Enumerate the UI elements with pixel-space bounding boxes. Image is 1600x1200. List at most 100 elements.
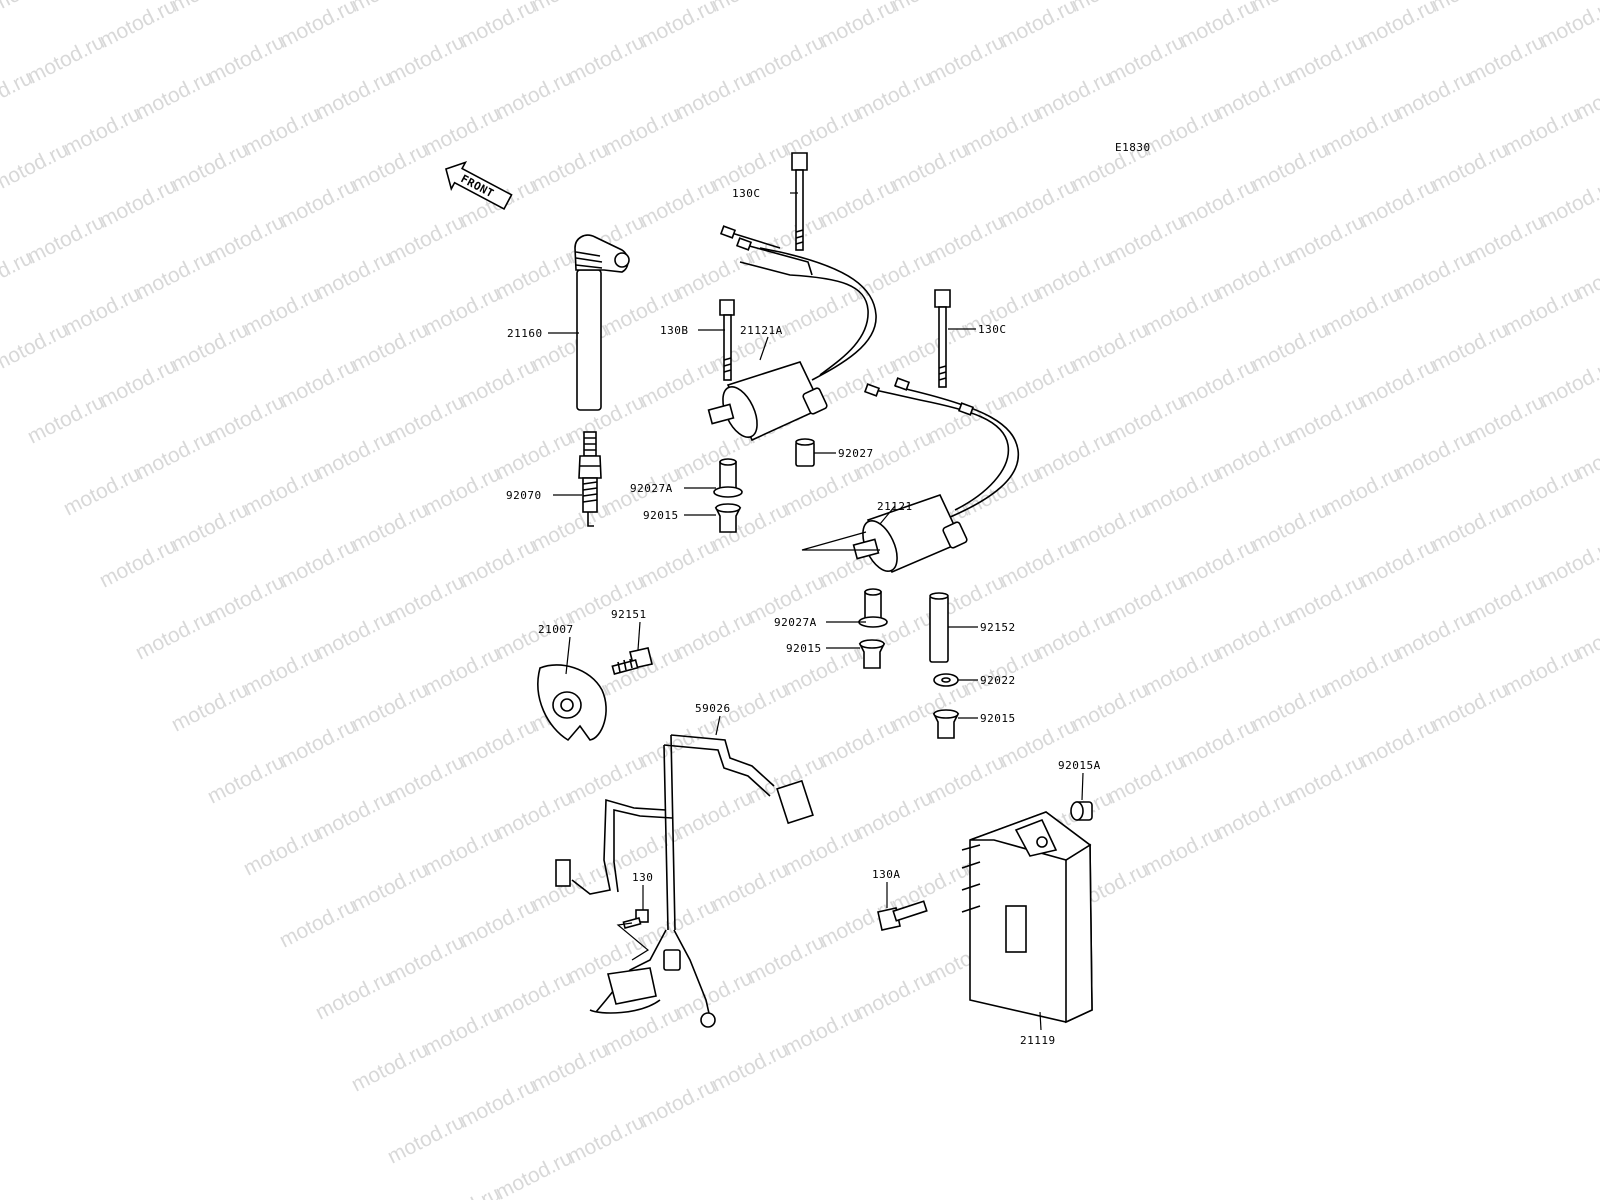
watermark-text: motod.ru [1212, 786, 1296, 844]
watermark-text: motod.ru [1212, 246, 1296, 304]
watermark-text: motod.ru [888, 0, 972, 16]
watermark-text: motod.ru [276, 354, 360, 412]
watermark-text: motod.ru [636, 714, 720, 772]
watermark-text: motod.ru [384, 930, 468, 988]
watermark-text: motod.ru [1284, 390, 1368, 448]
watermark-text: motod.ru [1248, 138, 1332, 196]
watermark-text: motod.ru [312, 66, 396, 124]
callout-21007: 21007 [538, 623, 574, 636]
watermark-text: motod.ru [816, 714, 900, 772]
watermark-text: motod.ru [528, 498, 612, 556]
watermark-text: motod.ru [492, 1146, 576, 1200]
watermark-text: motod.ru [1428, 318, 1512, 376]
watermark-text: motod.ru [1284, 30, 1368, 88]
watermark-text: motod.ru [1068, 678, 1152, 736]
watermark-text: motod.ru [204, 750, 288, 808]
watermark-text: motod.ru [348, 678, 432, 736]
watermark-text: motod.ru [1212, 66, 1296, 124]
watermark-text: motod.ru [204, 570, 288, 628]
watermark-text: motod.ru [384, 750, 468, 808]
watermark-text: motod.ru [996, 0, 1080, 52]
bolt-130c-top [791, 152, 808, 251]
watermark-text: motod.ru [384, 570, 468, 628]
callout-92027: 92027 [838, 447, 874, 460]
bolt-130 [622, 909, 649, 929]
callout-92015-upper: 92015 [643, 509, 679, 522]
watermark-text: motod.ru [1392, 426, 1476, 484]
watermark-text: motod.ru [24, 30, 108, 88]
watermark-text: motod.ru [600, 1002, 684, 1060]
watermark-text: motod.ru [240, 822, 324, 880]
watermark-text: motod.ru [996, 354, 1080, 412]
watermark-text: motod.ru [1248, 318, 1332, 376]
watermark-text: motod.ru [276, 894, 360, 952]
watermark-text: motod.ru [312, 246, 396, 304]
watermark-text: motod.ru [744, 210, 828, 268]
callout-92022: 92022 [980, 674, 1016, 687]
watermark-text: motod.ru [60, 462, 144, 520]
watermark-text: motod.ru [168, 138, 252, 196]
watermark-text: motod.ru [240, 642, 324, 700]
watermark-text: motod.ru [420, 462, 504, 520]
watermark-text: motod.ru [1212, 426, 1296, 484]
watermark-text: motod.ru [672, 786, 756, 844]
wiring-harness-59026 [555, 734, 814, 1028]
watermark-text: motod.ru [564, 30, 648, 88]
callout-92070: 92070 [506, 489, 542, 502]
watermark-text: motod.ru [492, 66, 576, 124]
grommet-92015-lower [858, 639, 886, 669]
watermark-text: motod.ru [1320, 642, 1404, 700]
watermark-text: motod.ru [420, 102, 504, 160]
watermark-text: motod.ru [1248, 498, 1332, 556]
watermark-text: motod.ru [1536, 174, 1600, 232]
watermark-text: motod.ru [1536, 534, 1600, 592]
bolt-130a [877, 900, 928, 931]
watermark-text: motod.ru [852, 246, 936, 304]
watermark-text: motod.ru [1140, 462, 1224, 520]
callout-130c-right: 130C [978, 323, 1007, 336]
watermark-text: motod.ru [384, 210, 468, 268]
watermark-text: motod.ru [1500, 642, 1584, 700]
watermark-text: motod.ru [1284, 210, 1368, 268]
watermark-text: motod.ru [132, 426, 216, 484]
watermark-text: motod.ru [636, 174, 720, 232]
watermark-text: motod.ru [888, 678, 972, 736]
watermark-text: motod.ru [1320, 462, 1404, 520]
watermark-text: motod.ru [96, 0, 180, 52]
watermark-text: motod.ru [1500, 462, 1584, 520]
watermark-text: motod.ru [636, 354, 720, 412]
watermark-text: motod.ru [780, 102, 864, 160]
watermark-text: motod.ru [1032, 246, 1116, 304]
watermark-text: motod.ru [24, 210, 108, 268]
watermark-text: motod.ru [420, 1002, 504, 1060]
watermark-text: motod.ru [312, 786, 396, 844]
watermark-text: motod.ru [168, 498, 252, 556]
callout-130: 130 [632, 871, 653, 884]
watermark-text: motod.ru [240, 462, 324, 520]
watermark-text: motod.ru [132, 66, 216, 124]
watermark-text: motod.ru [1032, 606, 1116, 664]
diagram-code: E1830 [1115, 141, 1151, 154]
watermark-text: motod.ru [636, 534, 720, 592]
watermark-text: motod.ru [492, 786, 576, 844]
watermark-text: motod.ru [204, 30, 288, 88]
watermark-text: motod.ru [996, 534, 1080, 592]
watermark-text: motod.ru [456, 714, 540, 772]
watermark-text: motod.ru [1536, 354, 1600, 412]
watermark-text: motod.ru [1356, 534, 1440, 592]
watermark-text: motod.ru [420, 822, 504, 880]
watermark-text: motod.ru [528, 1038, 612, 1096]
watermark-text: motod.ru [456, 894, 540, 952]
watermark-text: motod.ru [204, 390, 288, 448]
watermark-text: motod.ru [420, 642, 504, 700]
watermark-text: motod.ru [1104, 210, 1188, 268]
watermark-text: motod.ru [168, 318, 252, 376]
watermark-text: motod.ru [960, 102, 1044, 160]
collar-92027a-upper [713, 458, 743, 498]
callout-21160: 21160 [507, 327, 543, 340]
watermark-text: motod.ru [1536, 0, 1600, 52]
watermark-text: motod.ru [1428, 678, 1512, 736]
watermark-text: motod.ru [96, 534, 180, 592]
callout-21121a: 21121A [740, 324, 783, 337]
